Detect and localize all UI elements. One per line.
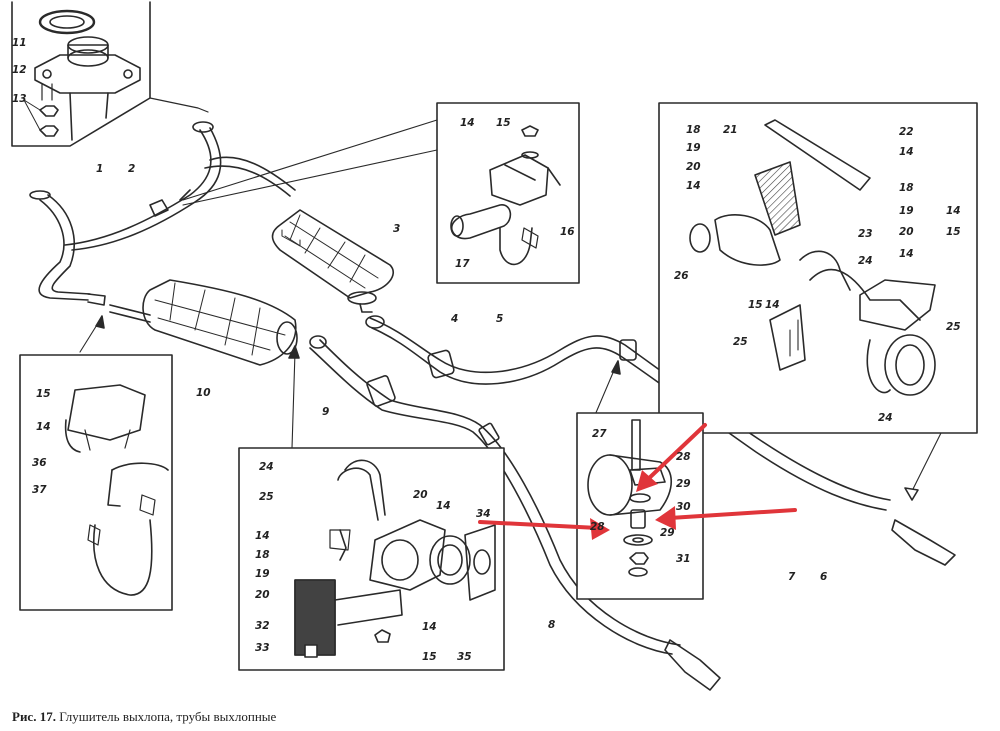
- part-label-right_inset-6: 14: [899, 146, 914, 158]
- part-label-bottom_inset-13: 35: [457, 651, 472, 663]
- part-label-mount_inset-2: 29: [676, 478, 691, 490]
- part-label-bottom_inset-1: 25: [259, 491, 274, 503]
- part-label-right_inset-9: 20: [899, 226, 914, 238]
- part-label-bottom_inset-5: 14: [255, 530, 270, 542]
- part-label-bottom_inset-9: 32: [255, 620, 270, 632]
- part-label-top_mid_inset-0: 14: [460, 117, 475, 129]
- part-label-right_inset-18: 25: [946, 321, 961, 333]
- part-label-mount_inset-5: 31: [676, 553, 691, 565]
- part-label-main-0: 1: [96, 163, 103, 175]
- part-label-mount_inset-6: 28: [590, 521, 605, 533]
- figure-title: Глушитель выхлопа, трубы выхлопные: [59, 709, 277, 724]
- part-label-left_inset-1: 14: [36, 421, 51, 433]
- part-label-main-9: 10: [196, 387, 211, 399]
- part-label-right_inset-8: 19: [899, 205, 914, 217]
- part-label-top_mid_inset-3: 17: [455, 258, 470, 270]
- part-label-right_inset-10: 14: [899, 248, 914, 260]
- main-muffler: [109, 279, 298, 366]
- part-label-right_inset-2: 20: [686, 161, 701, 173]
- part-label-right_inset-11: 23: [858, 228, 873, 240]
- part-label-bottom_inset-12: 15: [422, 651, 437, 663]
- part-label-right_inset-5: 22: [899, 126, 914, 138]
- part-label-right_inset-13: 26: [674, 270, 689, 282]
- part-label-bottom_inset-11: 14: [422, 621, 437, 633]
- part-label-right_inset-14: 14: [765, 299, 780, 311]
- inset-rubber-mount: [576, 412, 704, 600]
- part-label-left_inset-0: 15: [36, 388, 51, 400]
- part-label-bottom_inset-4: 34: [476, 508, 491, 520]
- part-label-left_inset-3: 37: [32, 484, 47, 496]
- part-label-right_inset-7: 18: [899, 182, 914, 194]
- part-label-main-3: 4: [450, 313, 458, 325]
- part-label-mount_inset-3: 30: [676, 501, 691, 513]
- part-label-bottom_inset-7: 19: [255, 568, 270, 580]
- part-label-right_inset-0: 18: [686, 124, 701, 136]
- figure-caption: Рис. 17. Глушитель выхлопа, трубы выхлоп…: [12, 709, 276, 725]
- part-label-bottom_inset-2: 20: [413, 489, 428, 501]
- part-label-mount_inset-0: 27: [592, 428, 607, 440]
- part-label-main-7: 8: [548, 619, 555, 631]
- part-label-main-5: 6: [820, 571, 827, 583]
- part-label-main-2: 3: [393, 223, 400, 235]
- part-label-right_inset-20: 24: [878, 412, 893, 424]
- inset-pipe-clamp: [19, 354, 173, 611]
- part-label-bottom_inset-10: 33: [255, 642, 270, 654]
- part-label-right_inset-19: 25: [733, 336, 748, 348]
- part-label-mount_inset-4: 29: [660, 527, 675, 539]
- part-label-right_inset-3: 14: [686, 180, 701, 192]
- part-label-bottom_inset-3: 14: [436, 500, 451, 512]
- part-label-right_inset-4: 21: [723, 124, 738, 136]
- part-label-main-1: 2: [128, 163, 135, 175]
- part-label-top_left_inset-1: 12: [12, 64, 27, 76]
- inset-flange-gasket: [11, 1, 151, 147]
- part-label-right_inset-1: 19: [686, 142, 701, 154]
- part-label-main-4: 5: [496, 313, 503, 325]
- resonator: [271, 209, 394, 313]
- part-label-main-6: 7: [788, 571, 796, 583]
- annotation-arrows: [478, 423, 797, 540]
- inset-flange-bracket: [238, 447, 505, 671]
- part-label-right_inset-17: 15: [946, 226, 961, 238]
- part-label-main-8: 9: [322, 406, 329, 418]
- exhaust-pipe-front: [29, 121, 296, 306]
- inset-bracket: [658, 102, 978, 434]
- part-label-bottom_inset-8: 20: [255, 589, 270, 601]
- part-label-top_left_inset-2: 13: [12, 93, 27, 105]
- part-label-top_left_inset-0: 11: [12, 37, 27, 49]
- part-label-right_inset-12: 24: [858, 255, 873, 267]
- inset-clamp: [436, 102, 580, 284]
- part-label-bottom_inset-6: 18: [255, 549, 270, 561]
- part-label-mount_inset-1: 28: [676, 451, 691, 463]
- part-label-top_mid_inset-1: 15: [496, 117, 511, 129]
- part-label-right_inset-15: 15: [748, 299, 763, 311]
- part-label-bottom_inset-0: 24: [259, 461, 274, 473]
- part-label-left_inset-2: 36: [32, 457, 47, 469]
- part-label-right_inset-16: 14: [946, 205, 961, 217]
- part-label-top_mid_inset-2: 16: [560, 226, 575, 238]
- figure-number: Рис. 17.: [12, 709, 56, 724]
